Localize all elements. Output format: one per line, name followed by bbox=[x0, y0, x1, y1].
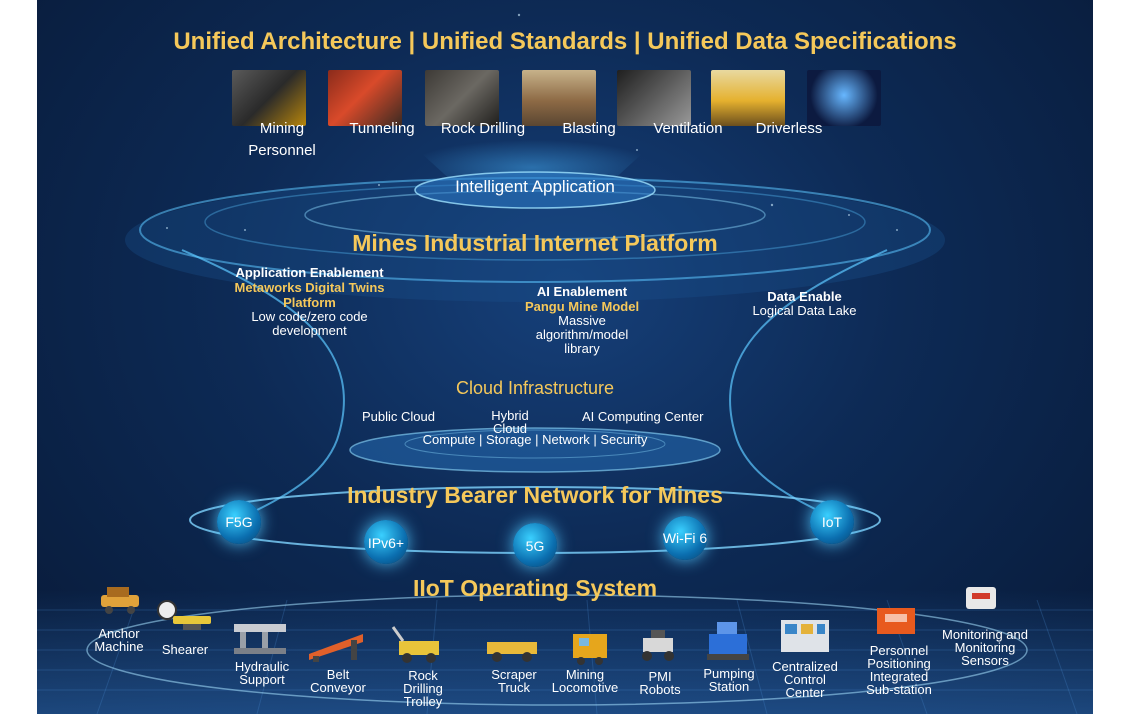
monitoring-sensors-label: Monitoring and Monitoring Sensors bbox=[942, 627, 1028, 668]
iiot-title: IIoT Operating System bbox=[412, 575, 658, 601]
anchor-machine-icon bbox=[101, 587, 139, 614]
public-cloud-label: Public Cloud bbox=[362, 409, 435, 424]
rock-drilling-trolley-label: Rock Drilling Trolley bbox=[403, 668, 443, 709]
data-enable-text: Logical Data Lake bbox=[752, 303, 857, 318]
ai-enable-text: Massive algorithm/model library bbox=[535, 313, 629, 356]
data-enable-heading: Data Enable bbox=[767, 289, 842, 304]
data-enablement: Data Enable Logical Data Lake bbox=[737, 289, 872, 318]
shearer-label: Shearer bbox=[161, 642, 209, 657]
mining-locomotive-label: Mining Locomotive bbox=[551, 667, 619, 695]
positioning-substation-label: Personnel Positioning Integrated Sub-sta… bbox=[866, 643, 932, 697]
ventilation-photo bbox=[617, 70, 691, 126]
driverless-truck-photo bbox=[711, 70, 785, 126]
hydraulic-support-label: Hydraulic Support bbox=[234, 659, 290, 687]
tunneling-photo bbox=[328, 70, 402, 126]
scraper-truck-icon bbox=[487, 642, 537, 662]
control-center-label: Centralized Control Center bbox=[772, 659, 838, 700]
app-label-driverless: Driverless bbox=[755, 120, 823, 137]
rock-drilling-trolley-icon bbox=[391, 626, 439, 663]
wifi6-node bbox=[663, 516, 707, 560]
ai-enablement: AI Enablement Pangu Mine Model Massive a… bbox=[497, 284, 667, 356]
architecture-diagram: Unified Architecture | Unified Standards… bbox=[37, 0, 1093, 714]
application-enablement: Application Enablement Metaworks Digital… bbox=[222, 265, 397, 338]
hydraulic-support-icon bbox=[234, 624, 286, 654]
positioning-substation-icon bbox=[877, 608, 915, 634]
mining-personnel-photo bbox=[232, 70, 306, 126]
iot-label: IoT bbox=[821, 514, 843, 530]
page-title: Unified Architecture | Unified Standards… bbox=[173, 28, 957, 55]
pmi-robot-icon bbox=[642, 630, 674, 661]
ipv6-node bbox=[364, 520, 408, 564]
f5g-node bbox=[217, 500, 261, 544]
pumping-station-icon bbox=[707, 622, 749, 660]
5g-node bbox=[513, 523, 557, 567]
blasting-photo bbox=[522, 70, 596, 126]
control-center-icon bbox=[781, 620, 829, 652]
network-title: Industry Bearer Network for Mines bbox=[347, 482, 723, 508]
app-label-mining-personnel: Mining Personnel bbox=[248, 120, 316, 159]
belt-conveyor-icon bbox=[309, 634, 363, 662]
shearer-icon bbox=[157, 600, 211, 630]
app-label-ventilation: Ventilation bbox=[653, 120, 723, 137]
cloud-services-label: Compute | Storage | Network | Security bbox=[422, 432, 648, 447]
monitoring-sensor-icon bbox=[966, 587, 996, 609]
iot-node bbox=[810, 500, 854, 544]
hybrid-cloud-label: Hybrid Cloud bbox=[491, 408, 529, 436]
worker-vr-photo bbox=[807, 70, 881, 126]
platform-title: Mines Industrial Internet Platform bbox=[352, 230, 718, 256]
cloud-title: Cloud Infrastructure bbox=[455, 378, 615, 398]
app-enable-heading: Application Enablement bbox=[235, 265, 384, 280]
f5g-label: F5G bbox=[225, 514, 253, 530]
ai-enable-highlight: Pangu Mine Model bbox=[524, 299, 640, 314]
anchor-machine-label: Anchor Machine bbox=[94, 626, 144, 654]
pmi-robots-label: PMI Robots bbox=[639, 669, 681, 697]
app-label-blasting: Blasting bbox=[562, 120, 616, 137]
rock-drilling-photo bbox=[425, 70, 499, 126]
mining-locomotive-icon bbox=[573, 634, 607, 665]
ai-enable-heading: AI Enablement bbox=[536, 284, 628, 299]
ai-computing-center-label: AI Computing Center bbox=[582, 409, 704, 424]
pumping-station-label: Pumping Station bbox=[703, 666, 755, 694]
scraper-truck-label: Scraper Truck bbox=[491, 667, 537, 695]
app-enable-highlight: Metaworks Digital Twins Platform bbox=[234, 280, 385, 310]
app-enable-text: Low code/zero code development bbox=[251, 309, 368, 338]
5g-label: 5G bbox=[525, 538, 545, 554]
intelligent-application-label: Intelligent Application bbox=[455, 177, 615, 196]
belt-conveyor-label: Belt Conveyor bbox=[310, 667, 366, 695]
app-label-tunneling: Tunneling bbox=[349, 120, 415, 137]
ipv6-label: IPv6+ bbox=[367, 535, 405, 551]
wifi6-label: Wi-Fi 6 bbox=[662, 530, 708, 546]
app-label-rock-drilling: Rock Drilling bbox=[440, 120, 526, 137]
background-rings bbox=[37, 13, 1093, 714]
